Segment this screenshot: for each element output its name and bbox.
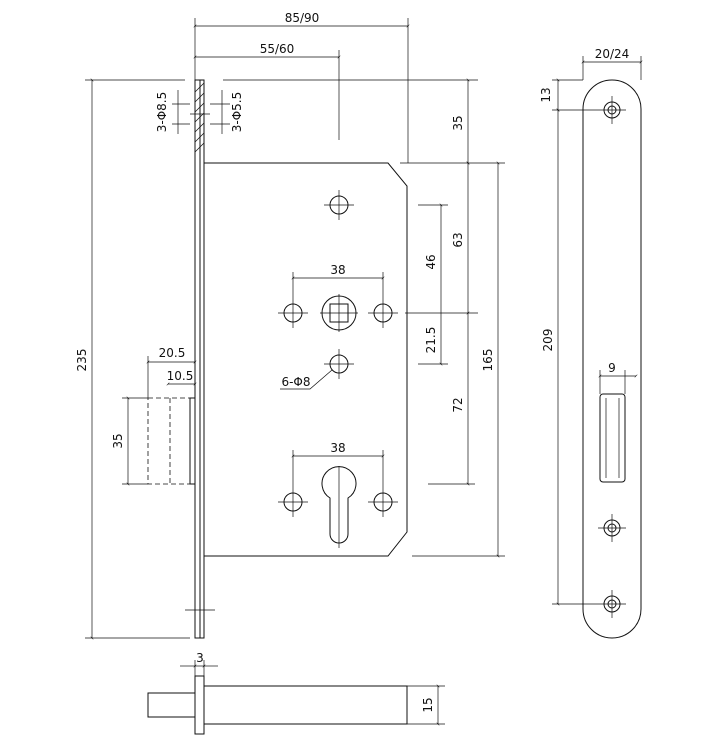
dimension-lines: [85, 18, 505, 640]
faceplate-section: [194, 675, 205, 735]
fixing-hole-middle: [324, 349, 354, 379]
dim-case-height: 165: [481, 349, 495, 372]
forend-screw-middle: [598, 514, 626, 542]
dim-upper-offset: 35: [451, 115, 465, 130]
dim-latch-offset: 10.5: [167, 369, 194, 383]
forend-screw-top: [598, 96, 626, 124]
dim-body-thickness: 15: [421, 697, 435, 712]
dim-forend-width: 20/24: [595, 47, 630, 61]
dim-backset: 55/60: [260, 42, 295, 56]
dim-cylinder-hole-pitch: 38: [330, 441, 345, 455]
forend-screw-bottom: [598, 590, 626, 618]
bottom-view-labels: 3 15: [196, 651, 435, 713]
dim-forend-length: 209: [541, 329, 555, 352]
dim-spindle-to-top: 63: [451, 232, 465, 247]
dim-spindle-to-cyl-top: 46: [424, 254, 438, 269]
dim-latch-throw: 20.5: [159, 346, 186, 360]
dim-overall-height: 235: [75, 349, 89, 372]
dim-spindle-to-cylinder: 72: [451, 397, 465, 412]
dim-handle-hole-pitch: 38: [330, 263, 345, 277]
forend-dimension-labels: 20/24 13 209 9: [539, 47, 629, 375]
lock-case-outline: [203, 162, 408, 557]
case-section: [203, 685, 408, 725]
faceplate-hatch: [194, 82, 205, 153]
dim-mount-hole-small: 3-Φ5.5: [230, 92, 244, 133]
faceplate-mounting-hole: [190, 104, 210, 124]
spindle-follower: [320, 294, 358, 332]
latch-bolt: [147, 397, 196, 485]
front-view: [147, 79, 408, 639]
dim-faceplate-thickness: 3: [196, 651, 204, 665]
dimension-labels: 85/90 55/60 35 235 63 46 21.5 165 72 38 …: [75, 11, 495, 455]
forend-latch-slot: [599, 393, 626, 483]
dim-fixing-holes: 6-Φ8: [281, 375, 310, 389]
forend-plate: [582, 79, 642, 639]
cylinder-holes: [278, 487, 398, 517]
forend-view: [552, 56, 643, 639]
dim-latch-height: 35: [111, 433, 125, 448]
dim-slot-width: 9: [608, 361, 616, 375]
handle-holes: [278, 298, 398, 328]
dim-spindle-to-hole: 21.5: [424, 327, 438, 354]
dim-mount-hole-large: 3-Φ8.5: [155, 92, 169, 133]
fixing-hole-top: [324, 190, 354, 220]
latch-projection: [147, 692, 196, 718]
dim-forend-top: 13: [539, 87, 553, 102]
dim-backset-total: 85/90: [285, 11, 320, 25]
bottom-view: [147, 660, 445, 735]
